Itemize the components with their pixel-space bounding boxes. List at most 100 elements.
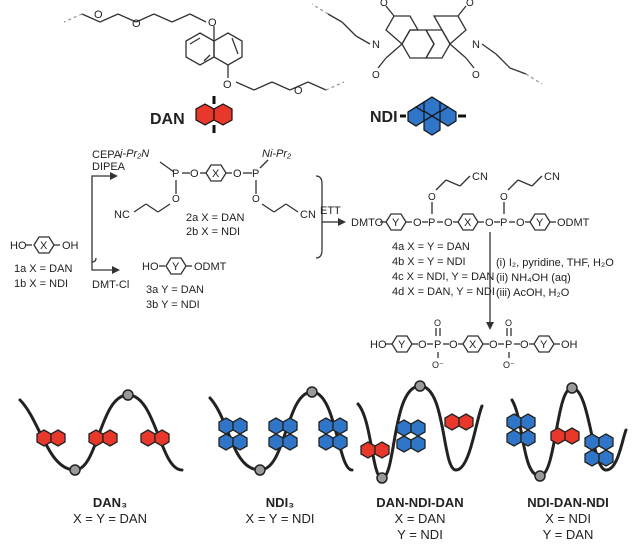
foldamer-name-2: NDI₃ <box>266 495 294 510</box>
tri-o-side-2: O <box>500 192 508 203</box>
phos-nipr-left: i-Pr₂N <box>120 148 149 160</box>
dan-oxygen-chain-3: O <box>294 85 303 97</box>
fin-o-3: O <box>489 339 498 351</box>
foldamer-line1-1: X = Y = DAN <box>73 511 147 526</box>
fin-oh: OH <box>561 339 578 351</box>
diol-oh: OH <box>62 240 79 252</box>
reagent-dmtcl: DMT-Cl <box>92 279 129 291</box>
foldamer-name-4: NDI-DAN-NDI <box>527 495 609 510</box>
phos-nc: NC <box>114 209 130 221</box>
phosphoramidite-structure: i-Pr₂N P O X O P Ni-Pr₂ O NC O CN <box>114 148 316 221</box>
phos-p-right: P <box>252 168 259 180</box>
foldamer-dan-ndi-dan <box>356 380 484 484</box>
monomer-odmt: ODMT <box>194 261 227 273</box>
compound-4b: 4b X = Y = NDI <box>392 256 466 268</box>
phos-o-left: O <box>190 168 199 180</box>
fin-o-1: O <box>418 339 427 351</box>
tri-p-1: P <box>428 217 435 229</box>
tri-cn-2: CN <box>544 171 560 183</box>
compound-1a: 1a X = DAN <box>14 263 72 275</box>
branch-arrows <box>91 172 120 274</box>
fin-y-left: Y <box>398 339 406 351</box>
foldamer-name-1: DAN₃ <box>93 495 127 510</box>
foldamer-line1-3: X = DAN <box>395 511 446 526</box>
diol-x: X <box>40 240 48 252</box>
dan-oxygen-top: O <box>208 17 217 29</box>
dan-structure: O O O O O <box>63 9 345 97</box>
compound-4d: 4d X = DAN, Y = NDI <box>392 286 495 298</box>
fin-ho: HO <box>370 339 387 351</box>
ndi-oxygen-3: O <box>466 0 474 9</box>
ndi-structure: O O O O N N <box>311 0 543 85</box>
triester-structure: DMTO Y O P O X O P O Y ODMT O CN O <box>351 171 590 231</box>
monomer-y: Y <box>172 261 180 273</box>
tri-o-side-1: O <box>428 192 436 203</box>
compound-2b: 2b X = NDI <box>186 226 240 238</box>
tri-x: X <box>464 217 472 229</box>
compound-2a: 2a X = DAN <box>186 212 244 224</box>
tri-odmt: ODMT <box>557 217 590 229</box>
reagent-cepa: CEPA <box>92 149 122 161</box>
tri-cn-1: CN <box>472 171 488 183</box>
tri-p-2: P <box>500 217 507 229</box>
ndi-oxygen-1: O <box>380 0 388 9</box>
phos-nipr-right: Ni-Pr₂ <box>262 148 292 160</box>
ndi-nitrogen-right: N <box>472 39 480 51</box>
ndi-label: NDI <box>370 109 398 126</box>
reagent-ett: ETT <box>320 205 341 217</box>
ndi-nitrogen-left: N <box>372 39 380 51</box>
phos-cn: CN <box>300 209 316 221</box>
dan-icon <box>195 96 233 133</box>
fin-ominus-1: O⁻ <box>432 360 444 370</box>
tri-dmto: DMTO <box>351 217 384 229</box>
reagent-dipea: DIPEA <box>92 161 126 173</box>
ndi-icon <box>400 96 466 136</box>
dan-label: DAN <box>150 111 185 128</box>
fin-p-1: P <box>434 339 441 351</box>
foldamer-line1-4: X = NDI <box>545 511 591 526</box>
fin-y-right: Y <box>540 339 548 351</box>
compound-3b: 3b Y = NDI <box>146 299 200 311</box>
tri-o-2: O <box>444 217 453 229</box>
foldamer-line2-3: Y = NDI <box>397 527 443 542</box>
foldamer-line1-2: X = Y = NDI <box>246 511 315 526</box>
fin-o-2: O <box>449 339 458 351</box>
phos-o-right: O <box>233 168 242 180</box>
fin-x: X <box>469 339 477 351</box>
phos-o-bottom-right: O <box>252 194 260 205</box>
merge-bracket <box>315 175 346 259</box>
compound-1b: 1b X = NDI <box>14 278 68 290</box>
phosphodiester-structure: HO Y O P O X O P O Y OH O O⁻ O O⁻ <box>370 318 578 370</box>
step-2: (ii) NH₄OH (aq) <box>496 272 571 284</box>
dan-oxygen-chain-1: O <box>132 18 141 30</box>
foldamer-line2-4: Y = DAN <box>543 527 594 542</box>
compound-3a: 3a Y = DAN <box>146 284 204 296</box>
fin-oxo-1: O <box>434 318 441 328</box>
fin-o-4: O <box>520 339 529 351</box>
fin-ominus-2: O⁻ <box>503 360 515 370</box>
dan-oxygen-chain-2: O <box>94 9 103 21</box>
phos-p-left: P <box>172 168 179 180</box>
dan-oxygen-bottom: O <box>223 79 232 91</box>
tri-y-right: Y <box>536 217 544 229</box>
tri-o-4: O <box>516 217 525 229</box>
fin-p-2: P <box>505 339 512 351</box>
diol-ho: HO <box>10 240 27 252</box>
step-1: (i) I₂, pyridine, THF, H₂O <box>496 257 614 269</box>
tri-o-3: O <box>485 217 494 229</box>
foldamer-ndi3 <box>208 386 354 476</box>
tri-y-left: Y <box>392 217 400 229</box>
compound-4c: 4c X = NDI, Y = DAN <box>392 271 494 283</box>
tri-o-1: O <box>413 217 422 229</box>
phos-x: X <box>212 168 220 180</box>
foldamer-dan3 <box>18 389 184 476</box>
deprotection-arrow <box>486 232 494 330</box>
foldamer-ndi-dan-ndi <box>506 382 628 482</box>
fin-oxo-2: O <box>505 318 512 328</box>
ndi-oxygen-4: O <box>472 70 480 81</box>
step-3: (iii) AcOH, H₂O <box>496 287 570 299</box>
monomer-ho: HO <box>142 261 159 273</box>
foldamer-name-3: DAN-NDI-DAN <box>376 495 463 510</box>
phos-o-bottom-left: O <box>172 194 180 205</box>
